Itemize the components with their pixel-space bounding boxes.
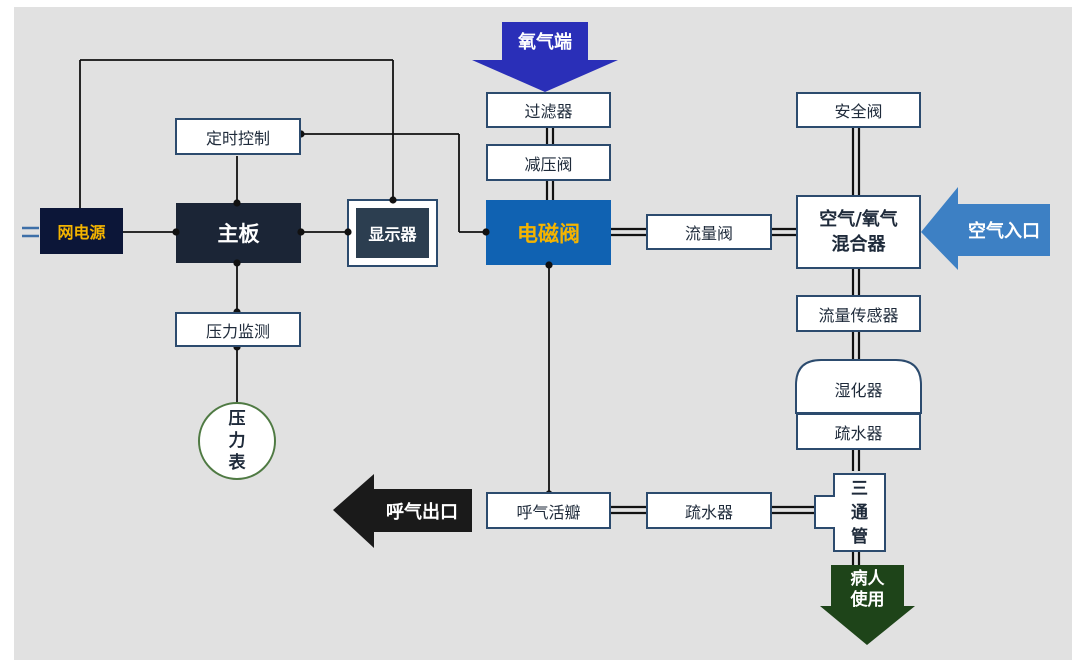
exhale-outlet-arrow <box>333 474 472 548</box>
filter-box: 过滤器 <box>486 92 611 128</box>
display-label: 显示器 <box>368 225 417 244</box>
patient-label-line-1: 病人 <box>850 569 885 589</box>
signal-lines <box>79 59 550 494</box>
pressure-gauge-circle <box>198 402 276 480</box>
drain-lower-box: 疏水器 <box>646 492 772 529</box>
mixer-label-line-1: 空气/氧气 <box>819 209 898 230</box>
power-inlet-stub <box>22 226 39 238</box>
pressure-gauge-line-1: 压 <box>228 409 246 429</box>
pressure-gauge-line-3: 表 <box>228 453 246 473</box>
solenoid-label: 电磁阀 <box>517 221 580 246</box>
tee-label-line-2: 通 <box>851 502 868 523</box>
oxygen-inlet-label: 氧气端 <box>518 32 572 53</box>
tee-label: 三 通 管 <box>836 474 883 551</box>
tee-shape <box>814 473 886 552</box>
flow-sensor-box: 流量传感器 <box>796 295 921 332</box>
diagram-canvas: 氧气端 空气入口 呼气出口 病人 使用 网电源 主板 显示器 电磁阀 定时控制 … <box>14 7 1072 660</box>
tee-label-line-3: 管 <box>851 526 868 547</box>
mixer-box: 空气/氧气 混合器 <box>796 195 921 269</box>
power-label: 网电源 <box>57 223 106 242</box>
timer-box: 定时控制 <box>175 118 301 155</box>
display-screen <box>356 208 429 258</box>
mixer-label-line-2: 混合器 <box>831 234 886 255</box>
oxygen-inlet-arrow <box>472 22 618 92</box>
reducer-box: 减压阀 <box>486 144 611 181</box>
air-inlet-arrow <box>921 187 1050 270</box>
pressure-monitor-box: 压力监测 <box>175 312 301 347</box>
pipe-lines <box>545 128 861 565</box>
flow-valve-box: 流量阀 <box>646 214 772 250</box>
tee-label-line-1: 三 <box>851 478 868 499</box>
air-inlet-label: 空气入口 <box>968 221 1040 242</box>
safety-valve-box: 安全阀 <box>796 92 921 128</box>
humidifier-label: 湿化器 <box>834 381 883 400</box>
patient-label: 病人 使用 <box>831 568 904 612</box>
junction-dots <box>76 130 553 498</box>
drain-upper-box: 疏水器 <box>796 413 921 450</box>
pressure-gauge-label: 压 力 表 <box>212 407 262 475</box>
diagram-graphics <box>22 22 1050 645</box>
mainboard-box <box>176 203 301 263</box>
mainboard-label: 主板 <box>217 222 260 246</box>
exhale-outlet-label: 呼气出口 <box>386 502 458 523</box>
solenoid-box <box>486 200 611 265</box>
exhale-valve-box: 呼气活瓣 <box>486 492 611 529</box>
patient-label-line-2: 使用 <box>850 590 885 610</box>
humidifier-shape <box>795 359 922 414</box>
pressure-gauge-line-2: 力 <box>228 431 246 451</box>
patient-arrow <box>820 565 915 645</box>
